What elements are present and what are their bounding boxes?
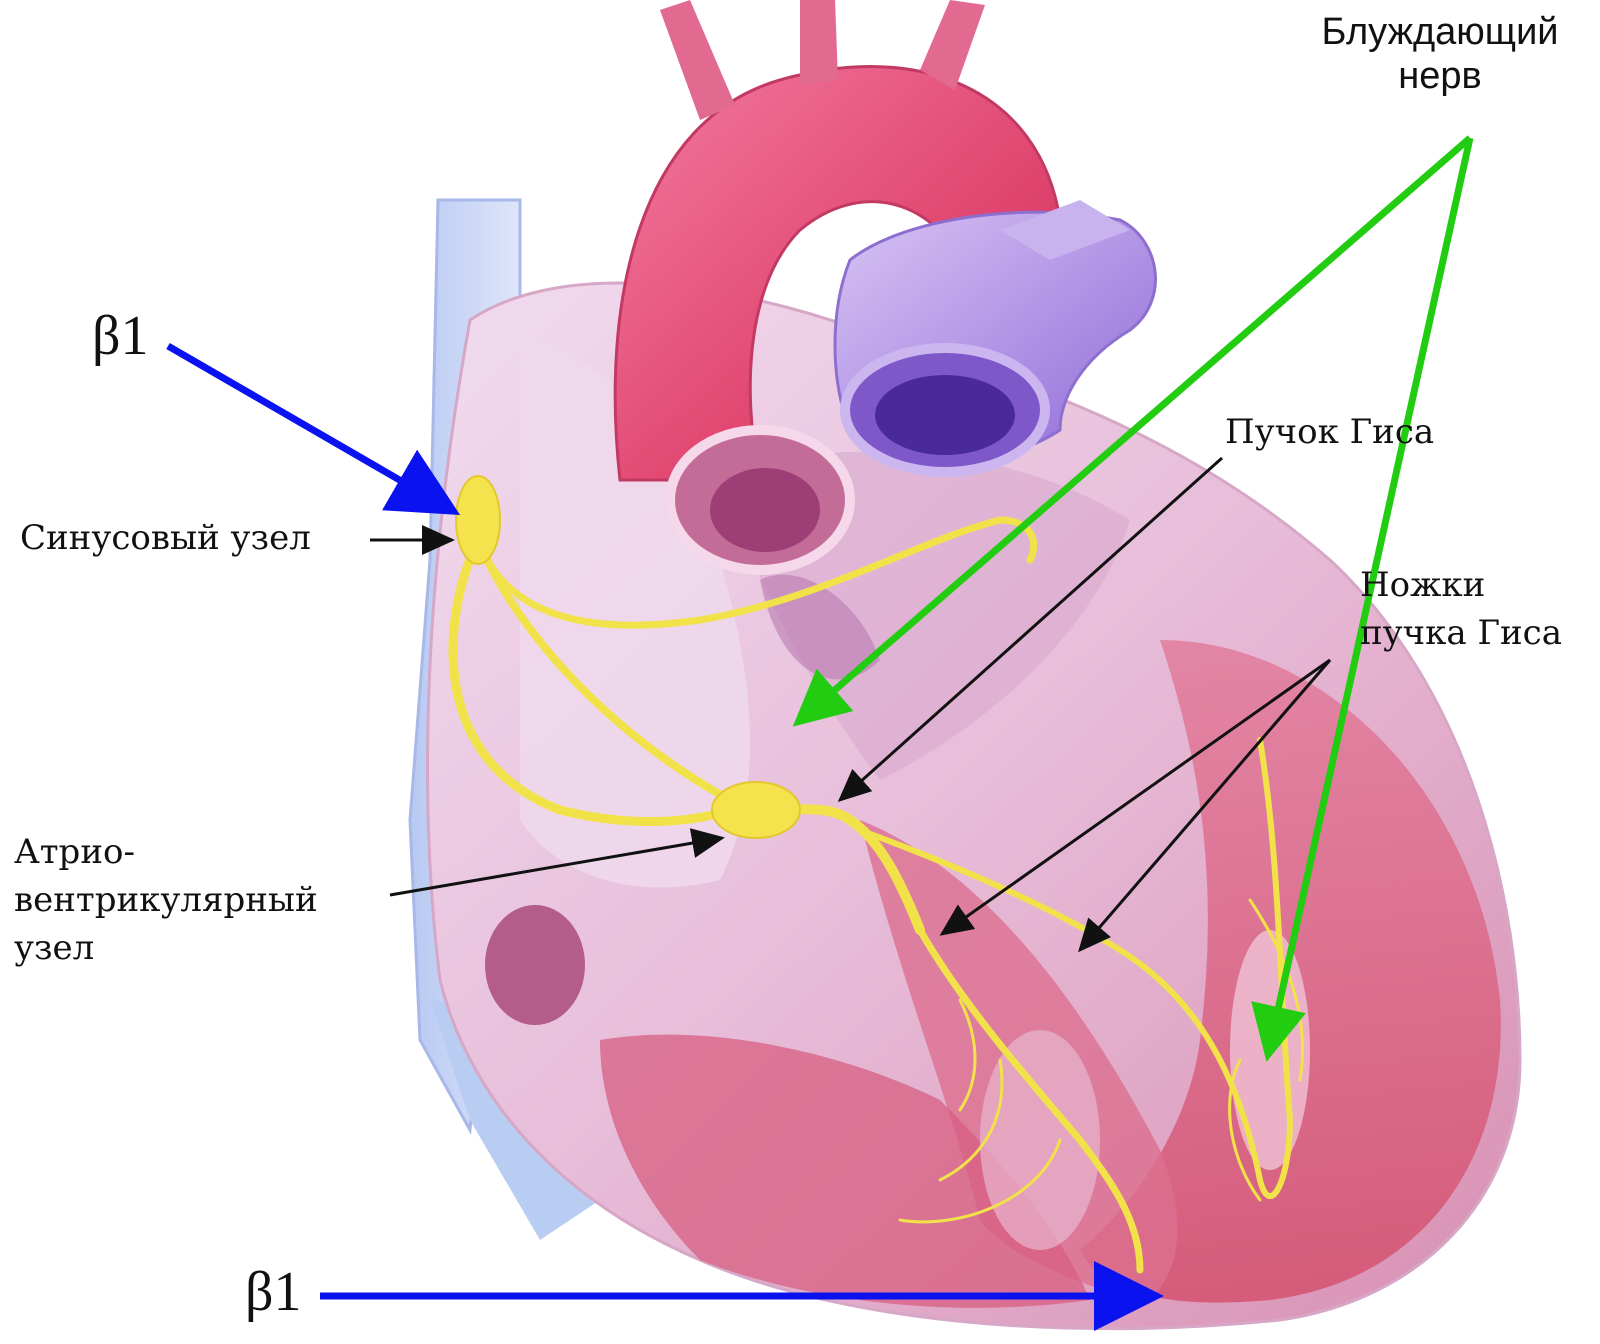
aortic-branch-1 <box>660 0 735 120</box>
av-node-label: Атрио- вентрикулярный узел <box>14 828 318 972</box>
pulmonary-lumen <box>875 375 1015 455</box>
vagus-nerve-label-line1: Блуждающий <box>1290 10 1590 54</box>
bundle-branches-label-line2: пучка Гиса <box>1360 613 1562 653</box>
vagus-nerve-label: Блуждающий нерв <box>1290 10 1590 98</box>
av-node-label-line1: Атрио- <box>14 828 318 876</box>
beta1-arrow-to-sinus-node <box>168 346 448 508</box>
bundle-branches-label-line1: Ножки <box>1360 565 1562 605</box>
av-node-shape <box>712 782 800 838</box>
av-node-label-line2: вентрикулярный <box>14 876 318 924</box>
his-bundle-label: Пучок Гиса <box>1225 412 1434 452</box>
av-node-label-line3: узел <box>14 924 318 972</box>
vagus-nerve-label-line2: нерв <box>1290 54 1590 98</box>
bundle-branches-label: Ножки пучка Гиса <box>1360 565 1562 653</box>
coronary-sinus-opening <box>485 905 585 1025</box>
sinus-node-shape <box>456 476 500 564</box>
sinus-node-label: Синусовый узел <box>20 518 311 558</box>
aortic-branch-2 <box>800 0 838 85</box>
beta1-label-bottom: β1 <box>245 1262 302 1322</box>
aortic-lumen <box>710 468 820 552</box>
beta1-label-top: β1 <box>92 306 149 366</box>
